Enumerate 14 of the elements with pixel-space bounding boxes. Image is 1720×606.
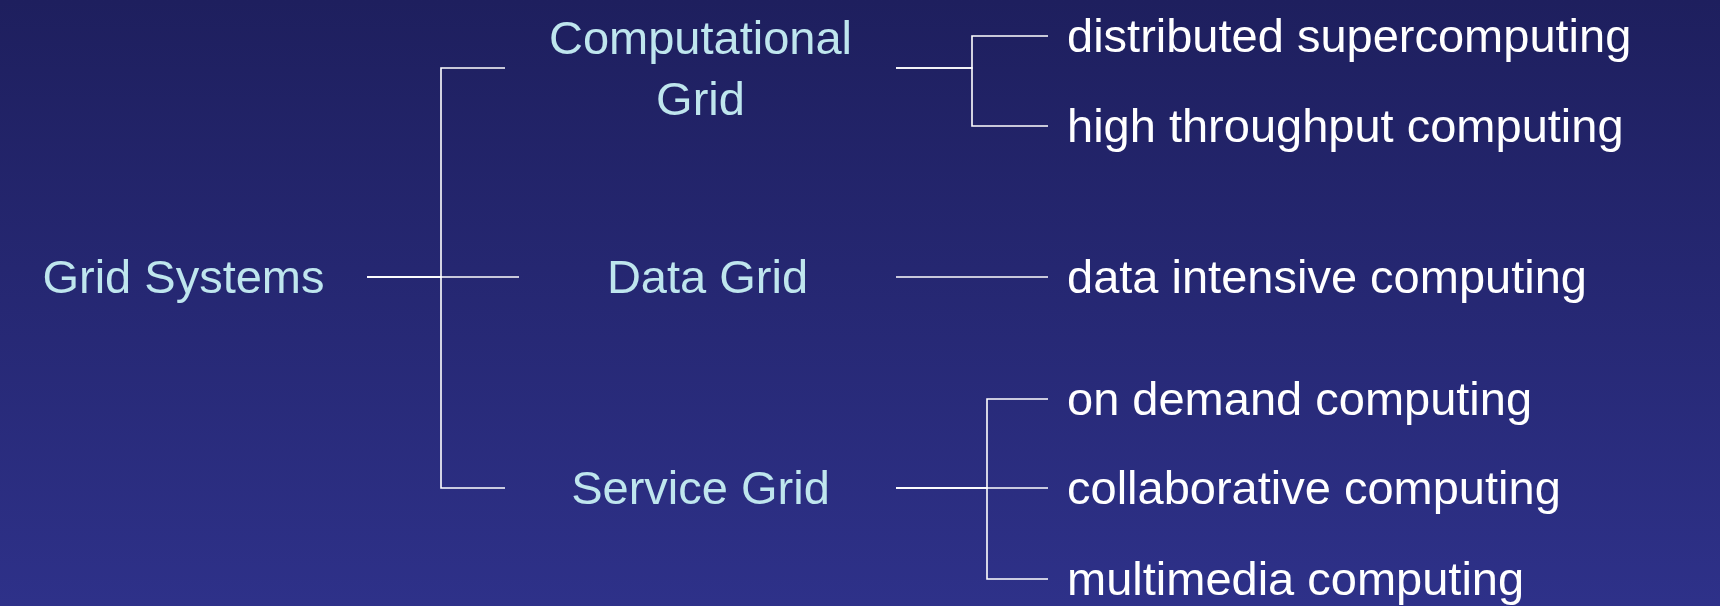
category-label: Computational Grid [547, 9, 854, 127]
category-label: Grid Systems [41, 248, 326, 305]
category-label: Service Grid [570, 459, 831, 516]
connector-line [895, 67, 1049, 127]
category-label: Data Grid [605, 248, 810, 305]
item-label: high throughput computing [1067, 100, 1625, 152]
item-label: on demand computing [1067, 373, 1534, 425]
connector-line [895, 276, 1049, 278]
connector-line [895, 487, 1049, 580]
item-label: distributed supercomputing [1067, 10, 1633, 62]
connector-line [366, 276, 506, 489]
item-label: collaborative computing [1067, 462, 1562, 514]
item-label: multimedia computing [1067, 553, 1526, 605]
item-label: data intensive computing [1067, 251, 1588, 303]
